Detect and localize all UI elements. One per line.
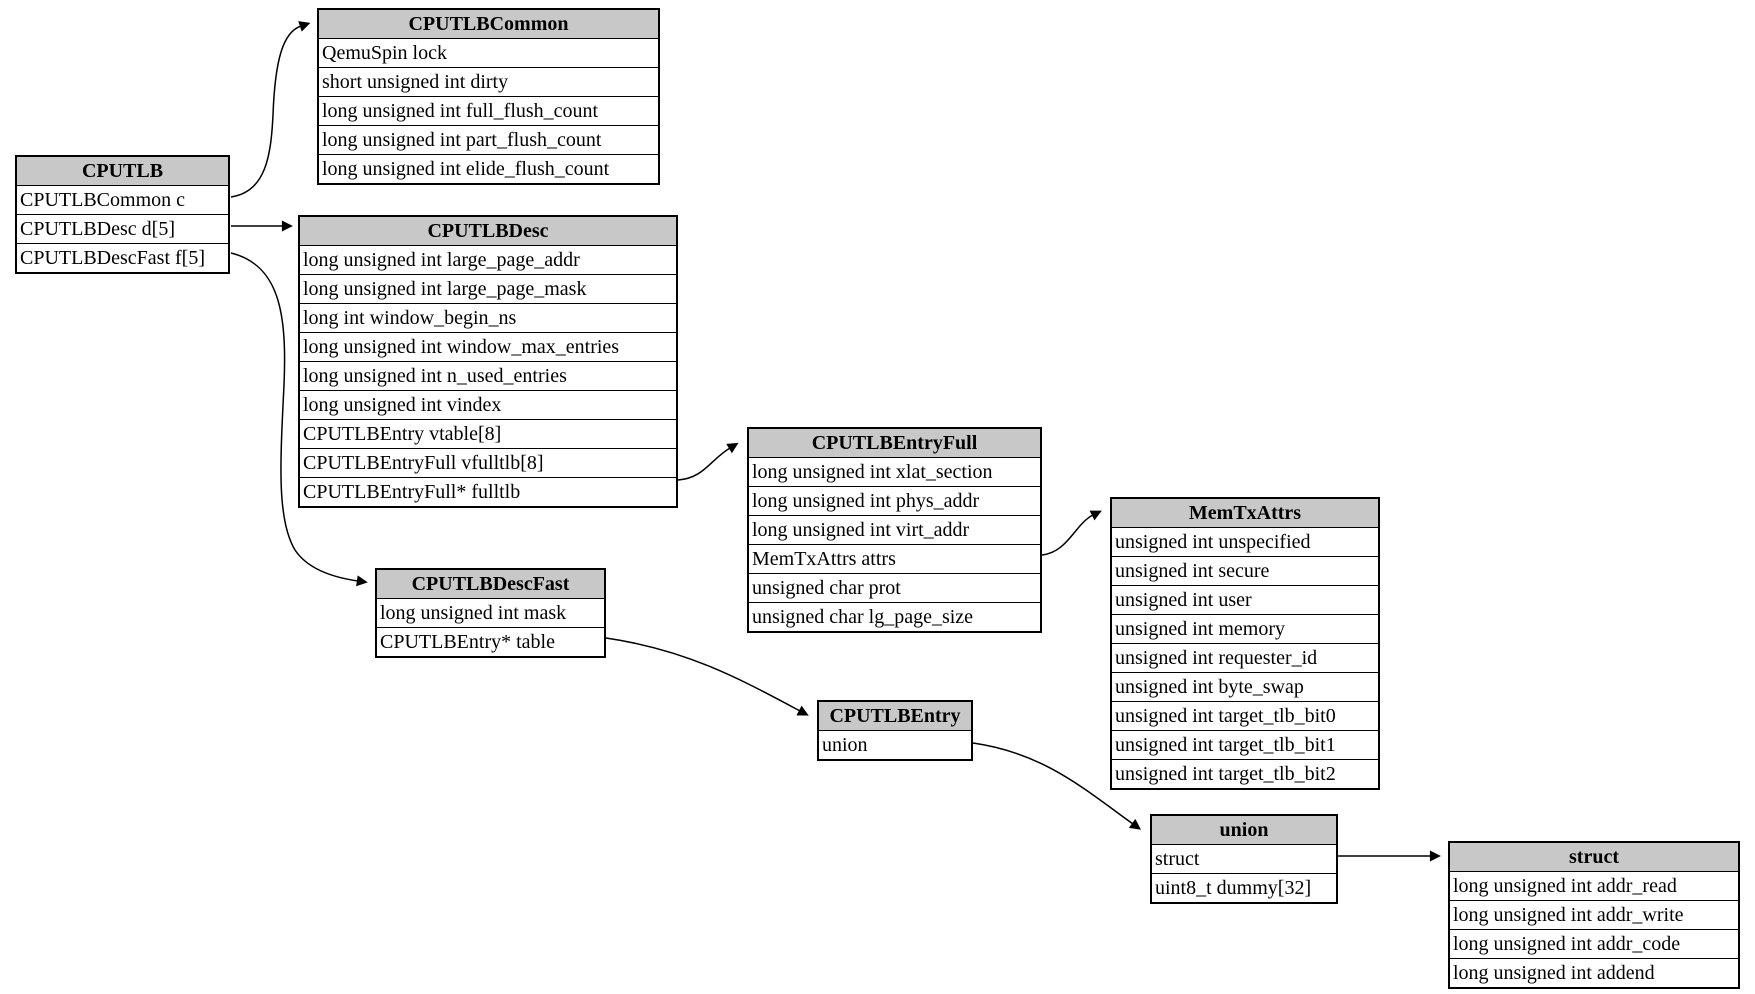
field-row: long unsigned int n_used_entries [300, 361, 676, 390]
node-cputlbentryfull-title: CPUTLBEntryFull [749, 429, 1040, 458]
field-row: unsigned int unspecified [1112, 528, 1378, 556]
node-union-title: union [1152, 816, 1336, 845]
field-row: CPUTLBEntry* table [377, 627, 604, 656]
field-row: short unsigned int dirty [319, 67, 658, 96]
node-struct-title: struct [1450, 843, 1738, 872]
field-row: long unsigned int phys_addr [749, 486, 1040, 515]
edge-cputlb-f-to-cputlbdescfast [230, 252, 368, 587]
node-cputlbentry: CPUTLBEntry union [817, 700, 973, 761]
edge-table-to-cputlbentry [605, 637, 809, 716]
node-memtxattrs-title: MemTxAttrs [1112, 499, 1378, 528]
field-row: unsigned int memory [1112, 614, 1378, 643]
field-row: long unsigned int part_flush_count [319, 125, 658, 154]
node-cputlbentry-fields: union [819, 731, 971, 759]
field-row: CPUTLBEntryFull vfulltlb[8] [300, 448, 676, 477]
field-row: CPUTLBCommon c [17, 186, 228, 214]
field-row: long unsigned int window_max_entries [300, 332, 676, 361]
field-row: long unsigned int addr_read [1450, 872, 1738, 900]
field-row: unsigned int target_tlb_bit0 [1112, 701, 1378, 730]
edge-cputlb-c-to-cputlbcommon [230, 21, 311, 198]
field-row: uint8_t dummy[32] [1152, 873, 1336, 902]
node-cputlbdesc-title: CPUTLBDesc [300, 217, 676, 246]
field-row: unsigned int user [1112, 585, 1378, 614]
field-row: long int window_begin_ns [300, 303, 676, 332]
field-row: long unsigned int addr_code [1450, 929, 1738, 958]
field-row: struct [1152, 845, 1336, 873]
field-row: CPUTLBDesc d[5] [17, 214, 228, 243]
field-row: unsigned int requester_id [1112, 643, 1378, 672]
field-row: long unsigned int elide_flush_count [319, 154, 658, 183]
field-row: unsigned int secure [1112, 556, 1378, 585]
field-row: long unsigned int large_page_mask [300, 274, 676, 303]
edge-attrs-to-memtxattrs [1041, 510, 1102, 556]
field-row: unsigned char prot [749, 573, 1040, 602]
field-row: long unsigned int virt_addr [749, 515, 1040, 544]
node-cputlbentry-title: CPUTLBEntry [819, 702, 971, 731]
field-row: long unsigned int xlat_section [749, 458, 1040, 486]
field-row: CPUTLBEntry vtable[8] [300, 419, 676, 448]
field-row: unsigned char lg_page_size [749, 602, 1040, 631]
field-row: long unsigned int mask [377, 599, 604, 627]
field-row: long unsigned int addend [1450, 958, 1738, 987]
field-row: CPUTLBDescFast f[5] [17, 243, 228, 272]
field-row: MemTxAttrs attrs [749, 544, 1040, 573]
node-cputlb-title: CPUTLB [17, 157, 228, 186]
field-row: QemuSpin lock [319, 39, 658, 67]
field-row: unsigned int byte_swap [1112, 672, 1378, 701]
node-cputlbcommon-title: CPUTLBCommon [319, 10, 658, 39]
node-cputlbentryfull: CPUTLBEntryFull long unsigned int xlat_s… [747, 427, 1042, 633]
edge-cputlbentry-union-to-union [972, 742, 1142, 830]
field-row: long unsigned int vindex [300, 390, 676, 419]
field-row: unsigned int target_tlb_bit2 [1112, 759, 1378, 788]
field-row: long unsigned int large_page_addr [300, 246, 676, 274]
node-cputlbdescfast-title: CPUTLBDescFast [377, 570, 604, 599]
field-row: CPUTLBEntryFull* fulltlb [300, 477, 676, 506]
field-row: unsigned int target_tlb_bit1 [1112, 730, 1378, 759]
field-row: long unsigned int full_flush_count [319, 96, 658, 125]
field-row: long unsigned int addr_write [1450, 900, 1738, 929]
node-cputlbdesc: CPUTLBDesc long unsigned int large_page_… [298, 215, 678, 508]
edge-fulltlb-to-cputlbentryfull [677, 442, 739, 481]
field-row: union [819, 731, 971, 759]
